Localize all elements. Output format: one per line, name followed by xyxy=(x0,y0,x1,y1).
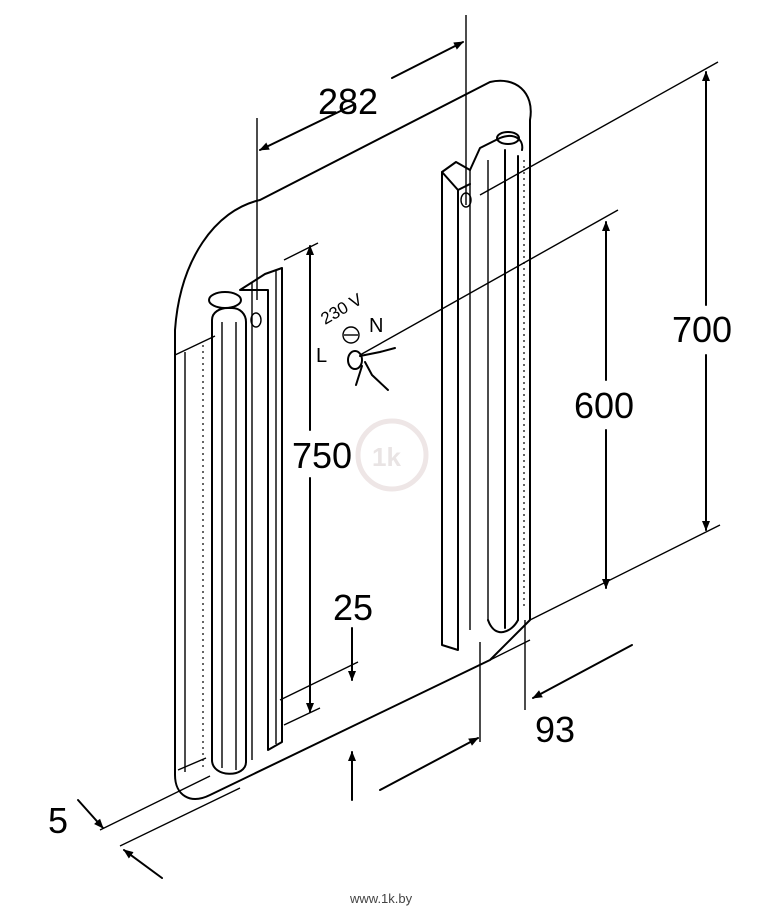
dim-93-arrow-right xyxy=(379,737,479,791)
dim-5-label: 5 xyxy=(48,800,68,841)
voltage-label: 230 V xyxy=(318,289,367,328)
cable-wires xyxy=(355,347,396,391)
dimension-labels: 282 700 600 750 25 93 5 xyxy=(48,81,732,841)
dim-282-arrow-right xyxy=(391,41,464,79)
neutral-label: N xyxy=(369,315,383,337)
power-connection: 230 V L N xyxy=(316,289,396,391)
dim-700-label: 700 xyxy=(672,309,732,350)
dim-93-label: 93 xyxy=(535,709,575,750)
earth-icon xyxy=(342,326,360,344)
cable-gland xyxy=(347,350,363,370)
dim-600-label: 600 xyxy=(574,385,634,426)
watermark-logo: 1k xyxy=(355,418,429,492)
dimension-arrows xyxy=(77,41,710,879)
watermark-text: 1k xyxy=(372,442,401,472)
extension-lines xyxy=(99,15,721,847)
dim-93-arrow-left xyxy=(532,644,633,699)
dim-282-label: 282 xyxy=(318,81,378,122)
dim-750-label: 750 xyxy=(292,435,352,476)
footer-source: www.1k.by xyxy=(349,891,413,906)
left-rail xyxy=(208,267,283,775)
dim-282-arrow-left xyxy=(259,103,356,151)
live-label: L xyxy=(316,345,327,367)
dim-5-arrow-down xyxy=(77,799,104,829)
back-plate xyxy=(174,79,532,800)
right-rail xyxy=(441,131,525,651)
dim-25-label: 25 xyxy=(333,587,373,628)
dim-5-arrow-up xyxy=(123,849,163,879)
